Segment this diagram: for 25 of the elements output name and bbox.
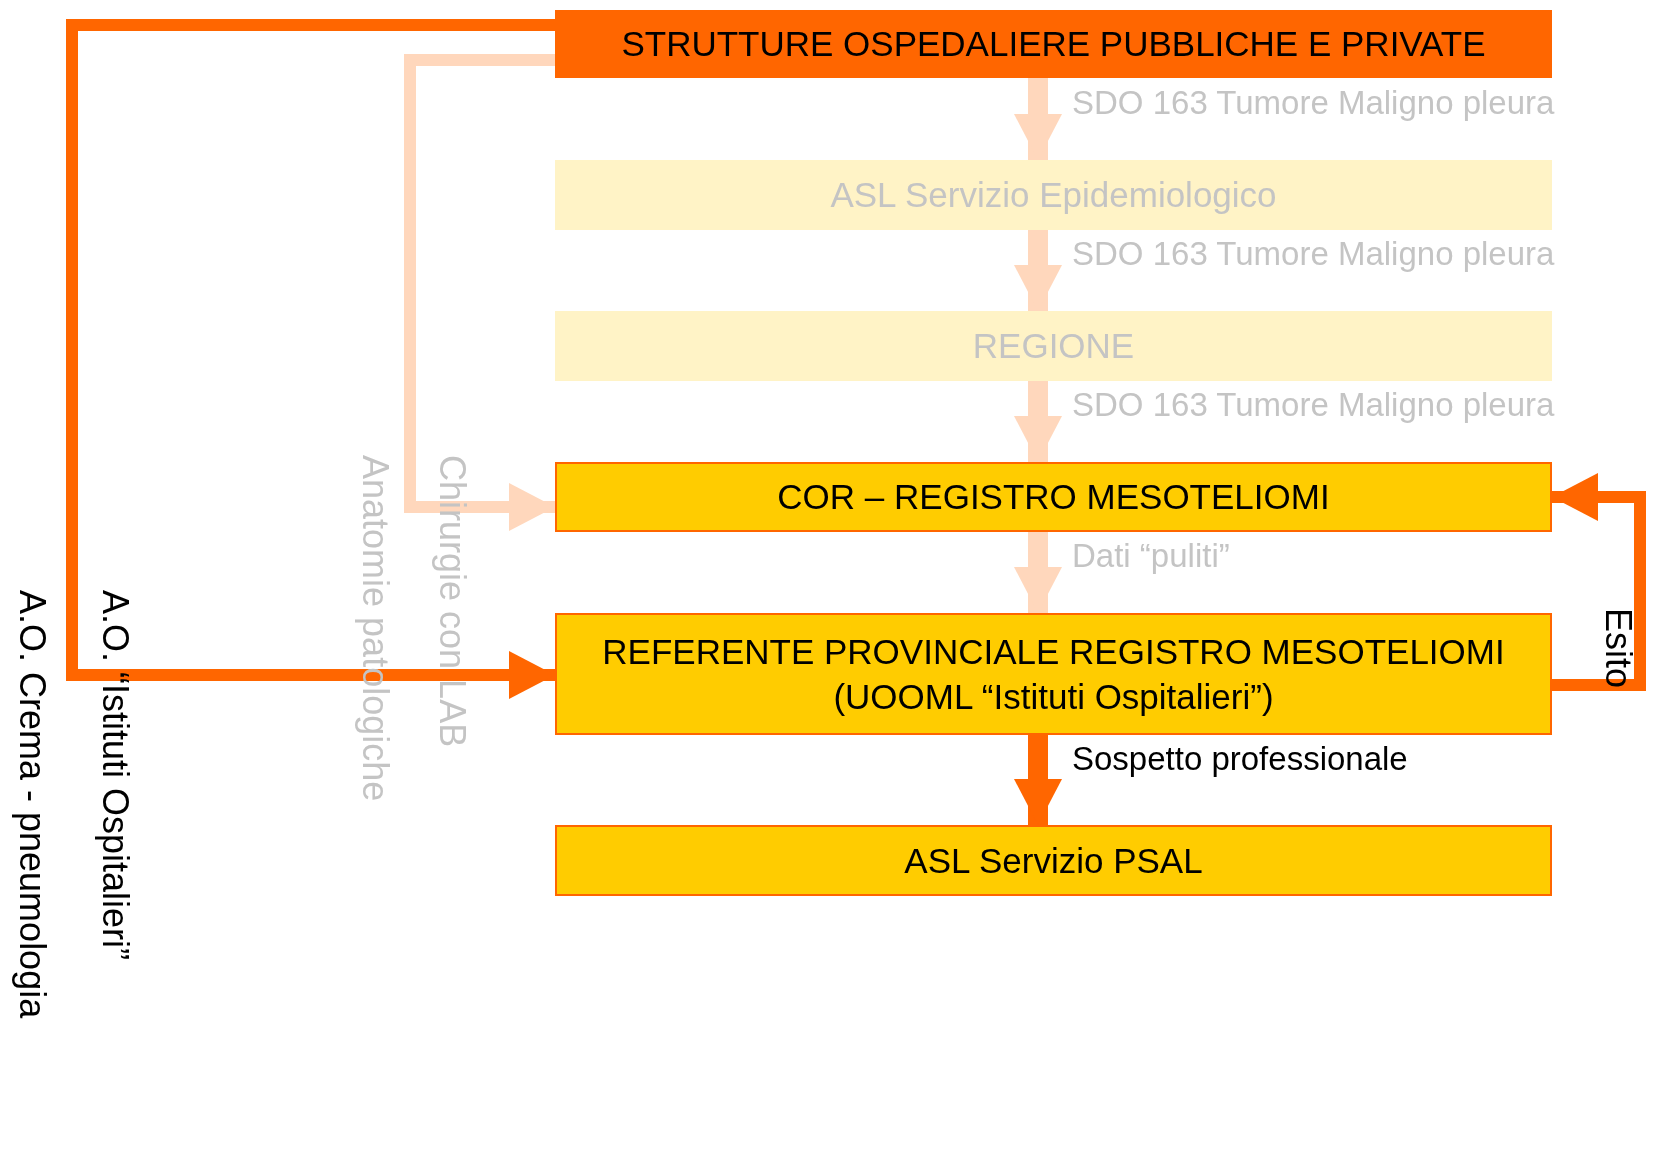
box-label: REFERENTE PROVINCIALE REGISTRO MESOTELIOMI (UOOML “Istituti Ospitalieri”) bbox=[601, 630, 1506, 718]
arrow bbox=[1014, 78, 1062, 160]
box-label: STRUTTURE OSPEDALIERE PUBBLICHE E PRIVATE bbox=[621, 23, 1486, 66]
box-label: ASL Servizio PSAL bbox=[904, 839, 1203, 882]
process-box bbox=[555, 462, 1552, 532]
vertical-label: A.O. Crema - pneumologia bbox=[12, 590, 52, 1019]
arrow bbox=[1014, 381, 1062, 462]
arrow bbox=[404, 54, 555, 531]
arrow bbox=[1552, 473, 1646, 691]
vertical-label: A.O. “Istituti Ospitalieri” bbox=[95, 590, 135, 961]
faded-process-box bbox=[555, 160, 1552, 230]
arrow bbox=[1014, 532, 1062, 613]
faded-process-box bbox=[555, 311, 1552, 381]
arrow bbox=[1014, 735, 1062, 825]
vertical-label: Chirurgie con LAB bbox=[432, 455, 472, 748]
box-label: REGIONE bbox=[972, 325, 1135, 368]
vertical-label: Anatomie patologiche bbox=[355, 455, 395, 802]
arrow bbox=[66, 19, 555, 699]
arrow bbox=[1014, 230, 1062, 311]
box-label: COR – REGISTRO MESOTELIOMI bbox=[777, 476, 1330, 519]
process-box bbox=[555, 613, 1552, 735]
process-box bbox=[555, 825, 1552, 896]
box-label: ASL Servizio Epidemiologico bbox=[830, 174, 1277, 217]
source-box bbox=[555, 10, 1552, 78]
edge-label: Esito bbox=[1598, 608, 1638, 689]
